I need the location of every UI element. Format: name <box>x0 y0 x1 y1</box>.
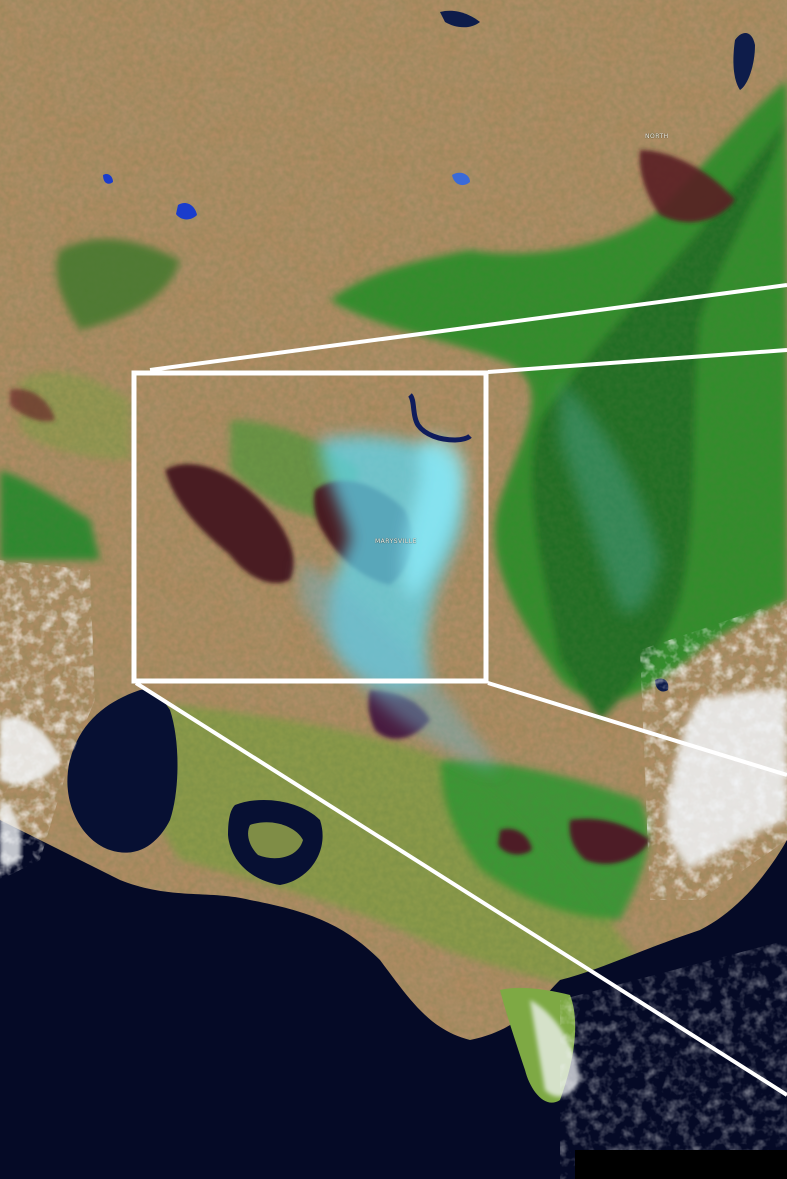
lake-center <box>452 172 470 186</box>
callout-line-1 <box>149 283 787 372</box>
lake-west <box>176 203 197 220</box>
port-phillip-bay <box>67 689 178 853</box>
river-reservoir <box>407 393 472 443</box>
image-edge-strip <box>575 1150 787 1179</box>
smoke-plume <box>300 380 660 770</box>
callout-line-3 <box>487 681 787 777</box>
callout-box <box>131 370 489 684</box>
french-island <box>248 822 303 859</box>
lake-west-2 <box>103 173 113 184</box>
reservoir-northeast <box>733 33 755 90</box>
callout-line-4 <box>134 681 787 1097</box>
callout-line-2 <box>487 348 787 374</box>
reservoir-north <box>440 10 480 28</box>
town-label-north: NORTH <box>645 133 669 140</box>
town-label-marysville: MARYSVILLE <box>375 538 417 545</box>
zoom-callout <box>131 283 787 1097</box>
